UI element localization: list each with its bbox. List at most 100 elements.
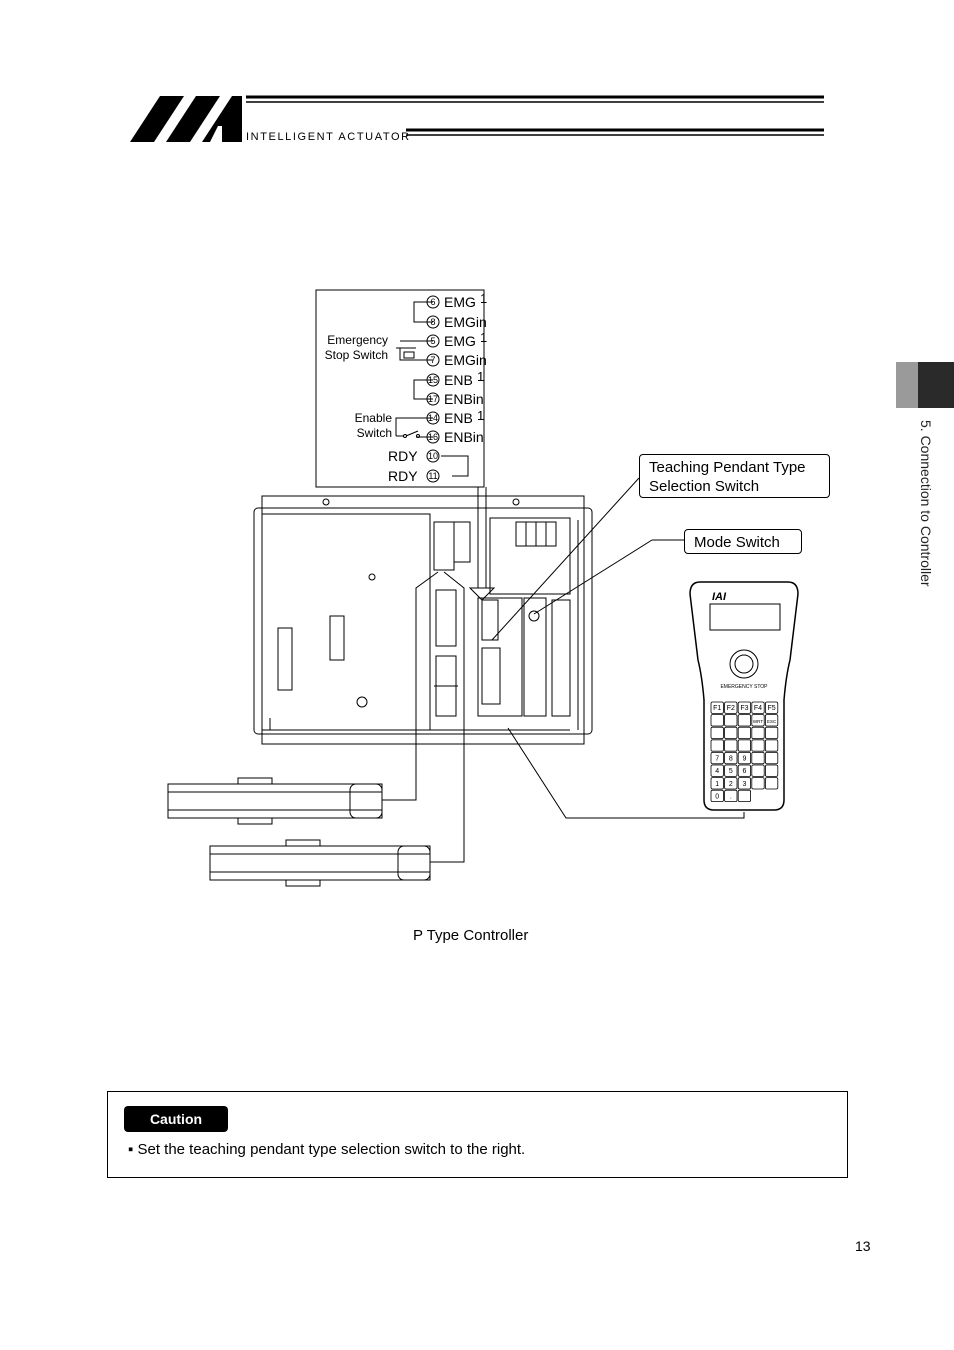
term-name: EMG	[444, 333, 476, 349]
pendant-key	[737, 777, 752, 790]
pendant-key	[724, 764, 738, 777]
emergency-stop-label-line1: Emergency	[327, 333, 388, 347]
pendant-key	[710, 789, 724, 803]
term-note: 1	[477, 408, 484, 423]
term-num: 15	[428, 375, 438, 385]
iai-logo	[130, 95, 824, 142]
pendant-key-label: F4	[754, 705, 762, 712]
pendant-key	[724, 701, 738, 714]
pendant-key	[710, 739, 724, 752]
teaching-pendant-switch-callout: Teaching Pendant Type Selection Switch	[639, 454, 830, 498]
pendant-key-label: 5	[729, 768, 733, 775]
pendant-key	[724, 714, 738, 727]
pendant-key-label: 6	[742, 768, 746, 775]
pendant-key	[737, 752, 752, 765]
pendant-key	[724, 789, 738, 803]
pendant-key	[765, 777, 779, 790]
term-num: 8	[430, 317, 435, 327]
pendant-key	[765, 726, 779, 740]
caution-badge: Caution	[124, 1106, 228, 1132]
pendant-key-label: 8	[729, 756, 733, 763]
pendant-key-label: F3	[740, 705, 748, 712]
pendant-key	[724, 752, 738, 765]
pendant-key	[710, 777, 724, 790]
term-name: ENB	[444, 372, 473, 388]
pendant-key	[765, 739, 779, 752]
term-num: 5	[430, 336, 435, 346]
pendant-key	[737, 764, 752, 777]
pendant-brand: IAI	[712, 591, 727, 603]
pendant-key-label: ESC	[767, 719, 777, 724]
pendant-key	[724, 726, 738, 740]
term-num: 16	[428, 432, 438, 442]
pendant-key	[751, 739, 765, 752]
pendant-key	[765, 714, 779, 727]
caution-text: ▪ Set the teaching pendant type selectio…	[128, 1141, 526, 1158]
term-num: 11	[428, 471, 437, 481]
term-num: 7	[430, 355, 435, 365]
pendant-key	[710, 714, 724, 727]
pendant-key	[765, 701, 779, 714]
emergency-stop-label-line2: Stop Switch	[324, 348, 388, 362]
pendant-key-label: WRT	[753, 719, 763, 724]
pendant-key	[724, 777, 738, 790]
term-name: EMGin	[444, 352, 487, 368]
section-tab-marker	[896, 362, 954, 408]
term-name: EMGin	[444, 314, 487, 330]
pendant-key	[710, 752, 724, 765]
emergency-stop-label: Emergency Stop Switch	[300, 333, 388, 363]
pendant-key	[737, 789, 752, 803]
term-name: RDY	[388, 468, 418, 484]
mode-switch-callout: Mode Switch	[684, 529, 802, 554]
pendant-key-label: F1	[713, 705, 721, 712]
enable-switch-label-line1: Enable	[354, 411, 392, 425]
pendant-key	[710, 764, 724, 777]
page-number: 13	[855, 1238, 871, 1254]
term-name: ENBin	[444, 391, 484, 407]
enable-switch-label-line2: Switch	[356, 426, 392, 440]
pendant-key-label: .	[730, 793, 732, 800]
pendant-key	[737, 726, 752, 740]
pendant-key-label: 0	[715, 793, 719, 800]
pendant-key-label: 9	[742, 756, 746, 763]
callout-line2: Selection Switch	[649, 478, 760, 495]
pendant-key	[737, 739, 752, 752]
pendant-key	[751, 701, 765, 714]
pendant-key-label: 2	[729, 781, 733, 788]
pendant-key-label: 3	[742, 781, 746, 788]
pendant-key	[751, 752, 765, 765]
pendant-key	[765, 752, 779, 765]
brand-text: INTELLIGENT ACTUATOR	[246, 131, 411, 143]
pendant-key	[724, 739, 738, 752]
pendant-key	[751, 714, 765, 727]
pendant-key-label: F2	[727, 705, 735, 712]
enable-switch-label: Enable Switch	[320, 411, 392, 441]
pendant-key	[751, 777, 765, 790]
pendant-key-label: 7	[715, 756, 719, 763]
connection-diagram: 6 8 5 7 15 17 14 16 10 11 EMG EMGin EMG …	[167, 289, 799, 887]
pendant-key	[751, 764, 765, 777]
pendant-key-label: 1	[715, 781, 719, 788]
pendant-key	[710, 726, 724, 740]
term-num: 10	[428, 451, 438, 461]
pendant-emergency-label: EMERGENCY STOP	[720, 684, 768, 690]
term-name: ENBin	[444, 429, 484, 445]
term-num: 17	[428, 394, 438, 404]
callout-line1: Teaching Pendant Type	[649, 459, 806, 476]
section-tab-label: 5. Connection to Controller	[918, 420, 934, 587]
pendant-key	[737, 714, 752, 727]
term-note: 1	[477, 369, 484, 384]
pendant-key	[737, 701, 752, 714]
pendant-key	[765, 764, 779, 777]
pendant-key-label: F5	[768, 705, 776, 712]
term-name: EMG	[444, 294, 476, 310]
term-num: 14	[428, 413, 438, 423]
term-note: 1	[480, 330, 487, 345]
figure-caption: P Type Controller	[413, 927, 529, 944]
term-num: 6	[430, 297, 435, 307]
pendant-key	[710, 701, 724, 714]
term-name: RDY	[388, 448, 418, 464]
term-note: 1	[480, 291, 487, 306]
term-name: ENB	[444, 410, 473, 426]
